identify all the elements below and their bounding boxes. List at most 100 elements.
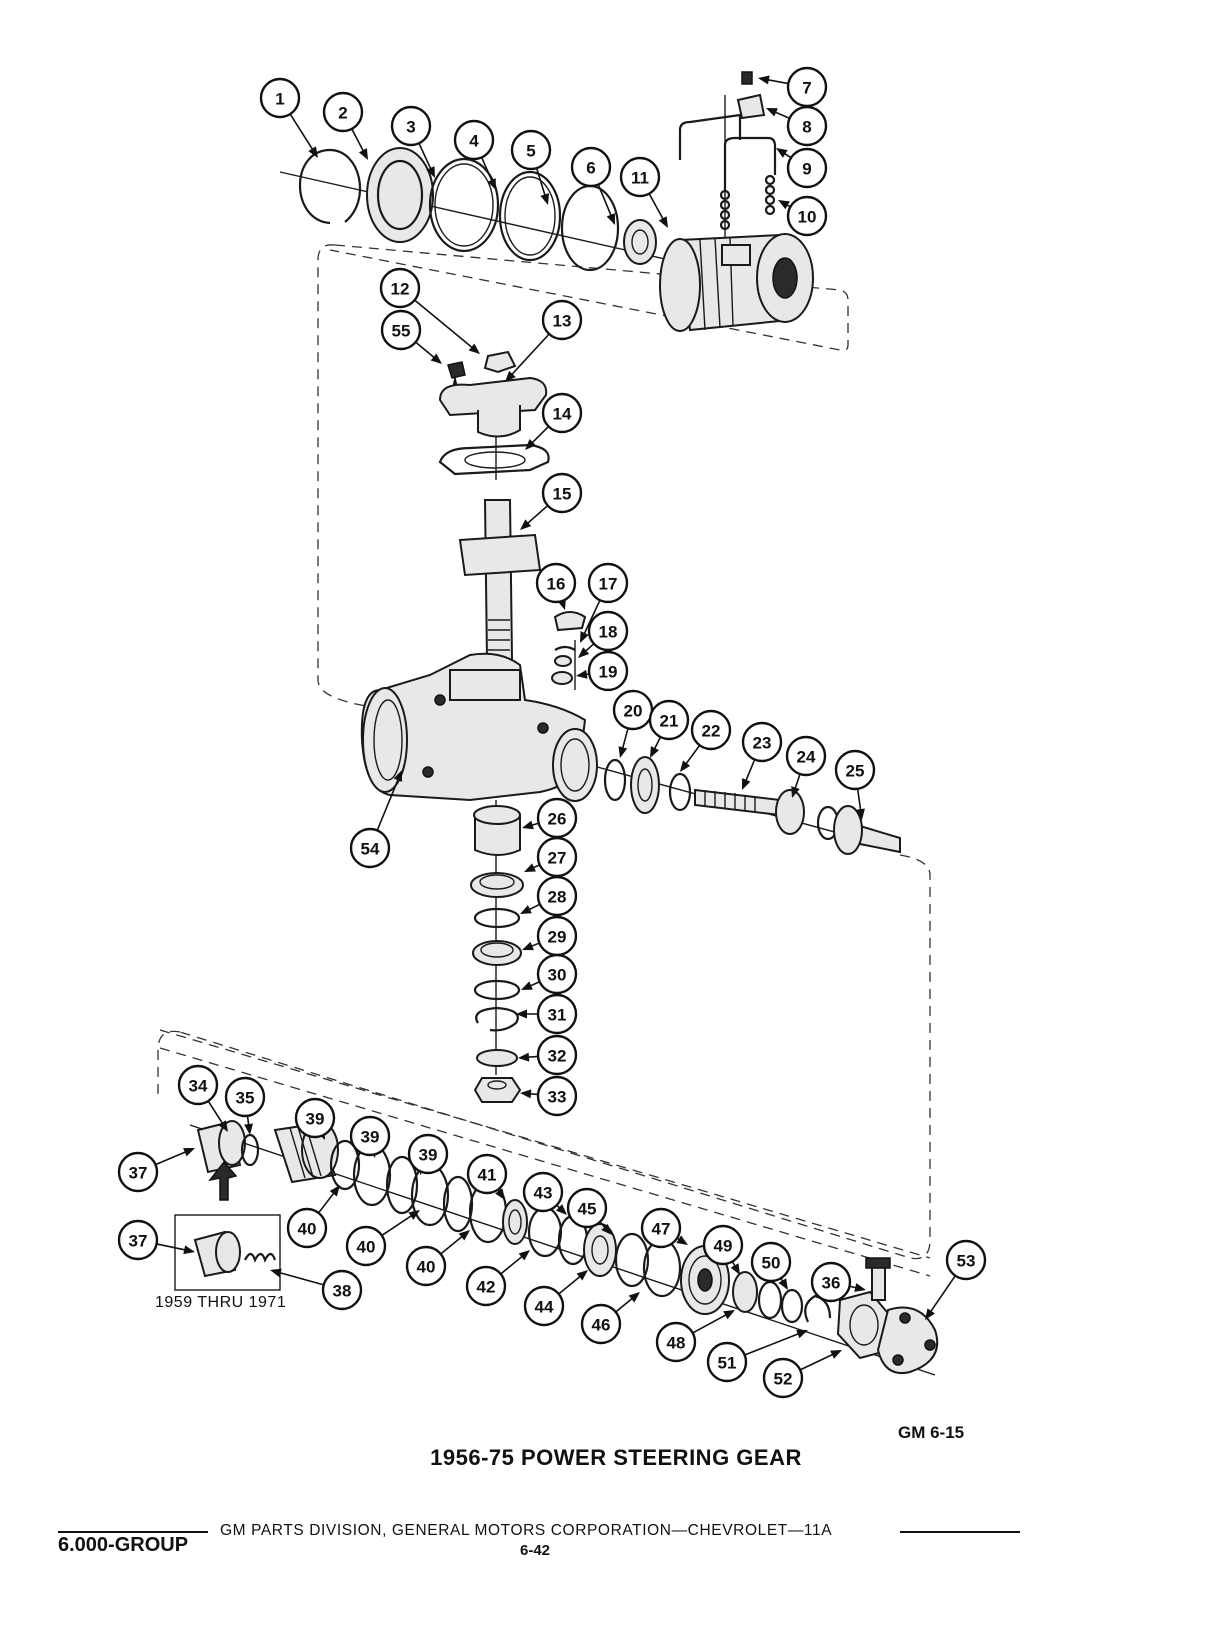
- callout-number: 14: [553, 405, 572, 424]
- callout-number: 40: [298, 1220, 317, 1239]
- callout-number: 43: [534, 1184, 553, 1203]
- leader-arrowhead-c31: [516, 1009, 527, 1019]
- callout-c24: 24: [785, 735, 827, 777]
- bottom-sequence-parts: [174, 1120, 939, 1374]
- callout-number: 46: [592, 1316, 611, 1335]
- leader-arrowhead-c3: [426, 166, 435, 178]
- callout-circle: [453, 119, 495, 161]
- pitman-shaft-part-15: [483, 499, 514, 661]
- callout-circle: [786, 195, 828, 237]
- gasket-part-14: [438, 443, 550, 476]
- callout-circle: [785, 735, 827, 777]
- callout-c3: 3: [390, 105, 432, 147]
- leader-arrowhead-c11: [658, 216, 668, 228]
- footer-rule-right: [900, 1531, 1020, 1533]
- callout-number: 41: [478, 1166, 497, 1185]
- footer-source: GM PARTS DIVISION, GENERAL MOTORS CORPOR…: [220, 1522, 833, 1539]
- leader-arrowhead-c53: [925, 1308, 935, 1320]
- callout-number: 26: [548, 810, 567, 829]
- callout-c40a: 40: [286, 1207, 328, 1249]
- leader-arrowhead-c51: [796, 1329, 808, 1339]
- callout-circle: [536, 1075, 578, 1117]
- coupling-part-53: [876, 1306, 939, 1374]
- callout-circle: [762, 1357, 804, 1399]
- leader-arrowhead-c24: [791, 786, 800, 798]
- leader-arrowhead-c54: [393, 770, 402, 782]
- callout-number: 33: [548, 1088, 567, 1107]
- washer-part-32: [476, 1049, 518, 1067]
- callout-circle: [523, 1285, 565, 1327]
- callout-c41: 41: [466, 1153, 508, 1195]
- callout-number: 16: [547, 575, 566, 594]
- footer-page-number: 6-42: [520, 1542, 551, 1559]
- leader-arrowhead-c28: [520, 905, 532, 914]
- callout-circle: [706, 1341, 748, 1383]
- callout-c39a: 39: [294, 1097, 336, 1139]
- snap-ring-part-31: [475, 1006, 519, 1032]
- callout-number: 39: [306, 1110, 325, 1129]
- callout-c27: 27: [536, 836, 578, 878]
- seal-part-29: [472, 940, 522, 966]
- callout-c37b: 37: [117, 1219, 159, 1261]
- callout-c29: 29: [536, 915, 578, 957]
- bearing-part-48: [732, 1271, 758, 1313]
- callout-c22: 22: [690, 709, 732, 751]
- race-part-22: [668, 772, 692, 812]
- balls-part-10: [719, 174, 776, 231]
- nut-part-12: [483, 350, 517, 374]
- callout-number: 3: [406, 118, 415, 137]
- callout-circle: [117, 1151, 159, 1193]
- callout-number: 37: [129, 1164, 148, 1183]
- callout-number: 15: [553, 485, 572, 504]
- inset-label: 1959 THRU 1971: [155, 1294, 287, 1311]
- callout-number: 10: [798, 208, 817, 227]
- callout-number: 17: [599, 575, 618, 594]
- callout-number: 34: [189, 1077, 208, 1096]
- callout-circle: [690, 709, 732, 751]
- callout-c43: 43: [522, 1171, 564, 1213]
- ring-part-4: [498, 170, 562, 262]
- race-part-45: [614, 1232, 650, 1288]
- leader-arrowhead-c8: [766, 108, 778, 117]
- callout-c5: 5: [510, 129, 552, 171]
- callout-number: 12: [391, 280, 410, 299]
- callout-number: 22: [702, 722, 721, 741]
- inset-arrow: [208, 1160, 238, 1201]
- footer-group: 6.000-GROUP: [58, 1534, 189, 1556]
- callout-circle: [510, 129, 552, 171]
- callout-circle: [322, 91, 364, 133]
- callout-circle: [587, 562, 629, 604]
- leader-arrowhead-c37b: [183, 1245, 195, 1255]
- guide-clamp-part-9: [678, 113, 742, 160]
- callout-c31: 31: [536, 993, 578, 1035]
- leader-arrowhead-c48: [723, 1310, 735, 1320]
- leader-arrowhead-c40b: [408, 1210, 420, 1220]
- callout-circle: [648, 699, 690, 741]
- callout-c16: 16: [535, 562, 577, 604]
- inset-box: [174, 1214, 281, 1291]
- callout-c32: 32: [536, 1034, 578, 1076]
- callout-c8: 8: [786, 105, 828, 147]
- side-cover-parts: [438, 350, 550, 661]
- nut-part-33: [473, 1077, 522, 1103]
- callout-circle: [349, 827, 391, 869]
- ring-part-46: [642, 1238, 682, 1298]
- leader-arrowhead-c9: [776, 148, 788, 158]
- leader-arrowhead-c40c: [458, 1230, 470, 1241]
- leader-arrowhead-c44: [576, 1270, 588, 1281]
- top-ring-parts: [299, 71, 814, 332]
- callout-circle: [702, 1224, 744, 1266]
- leader-arrowhead-c14: [525, 439, 536, 450]
- clamp-part-8: [736, 93, 766, 120]
- callout-c21: 21: [648, 699, 690, 741]
- callout-c38: 38: [321, 1269, 363, 1311]
- callout-circle: [349, 1115, 391, 1157]
- leader-arrowhead-c6: [606, 213, 615, 225]
- ring-part-40a: [329, 1139, 361, 1191]
- callout-number: 40: [417, 1258, 436, 1277]
- washer-part-30: [473, 979, 521, 1001]
- leader-arrowhead-c55: [430, 353, 442, 364]
- bushing-part-6: [623, 219, 657, 265]
- callout-c44: 44: [523, 1285, 565, 1327]
